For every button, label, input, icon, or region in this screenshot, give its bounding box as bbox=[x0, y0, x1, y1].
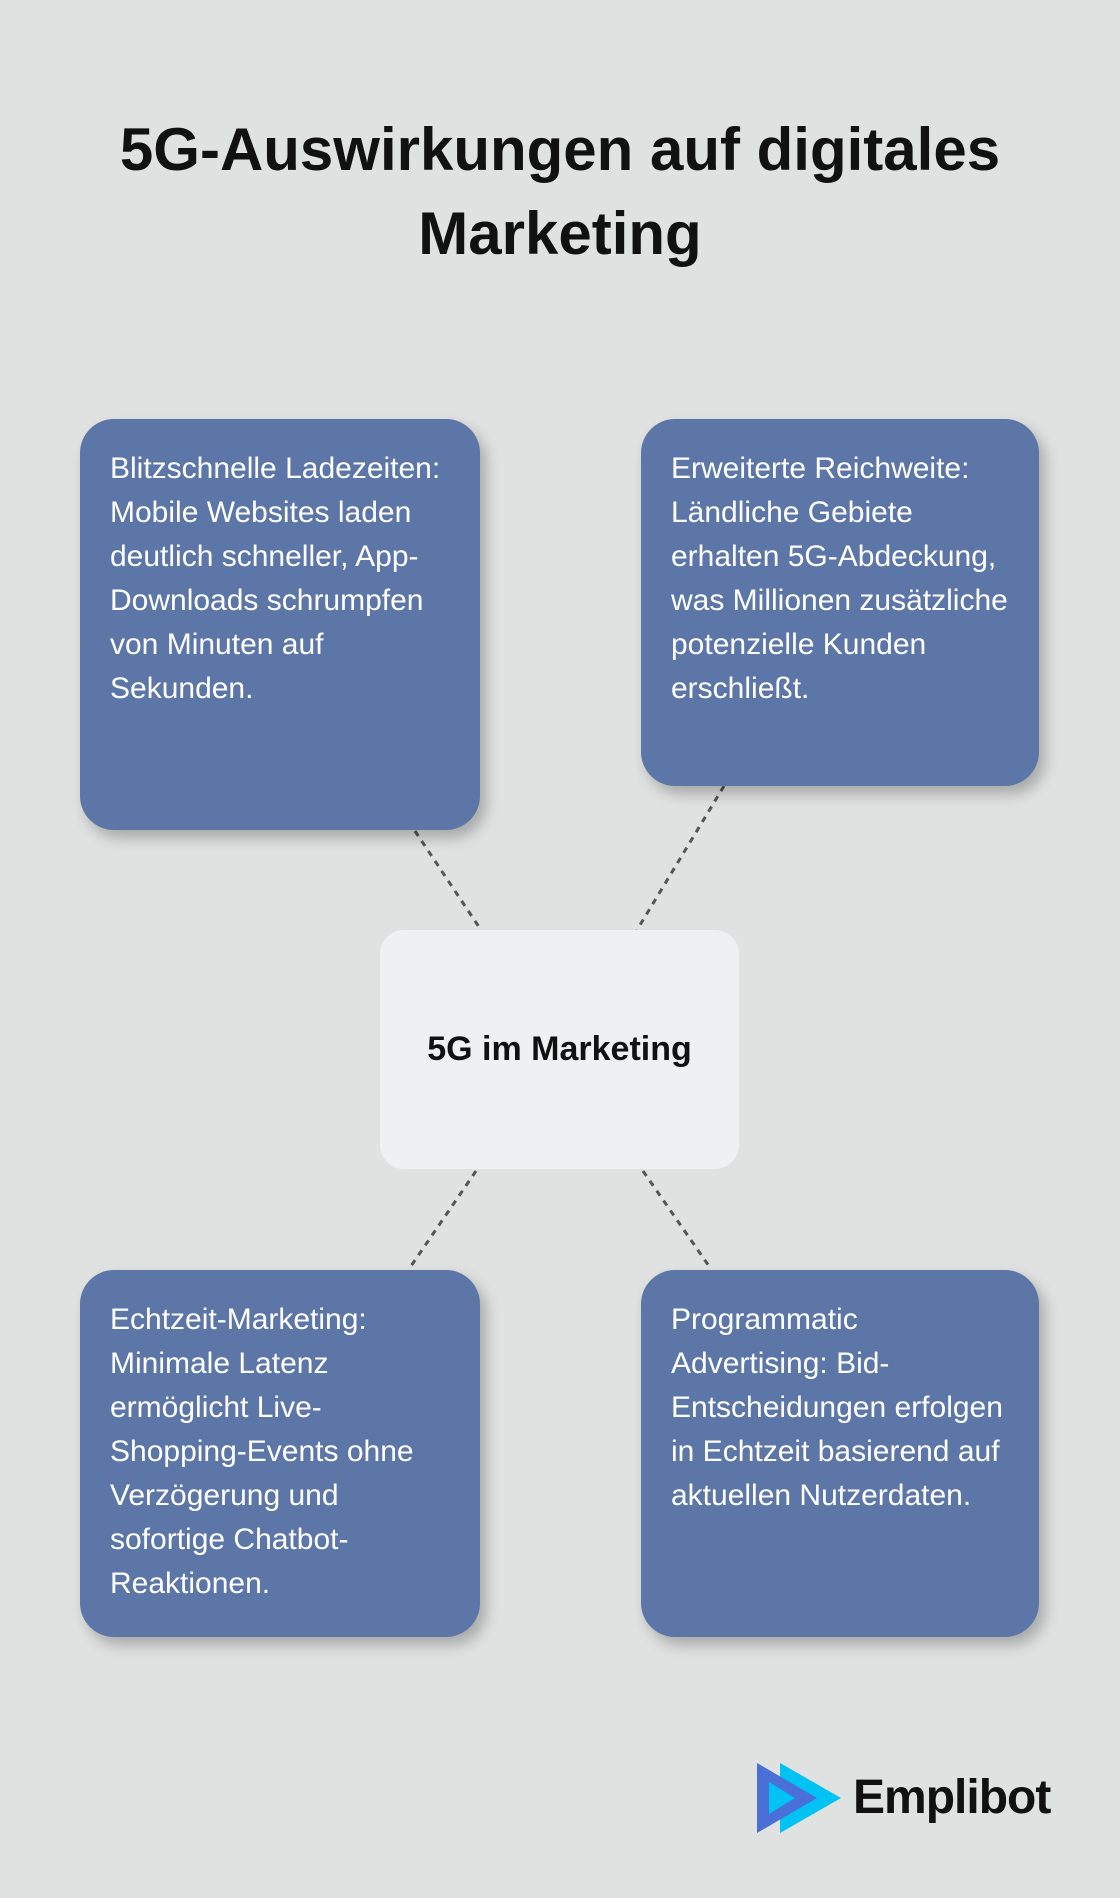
node-reach: Erweiterte Reichweite: Ländliche Gebiete… bbox=[641, 419, 1039, 786]
connector-top-right bbox=[635, 785, 726, 931]
node-loading-times: Blitzschnelle Ladezeiten: Mobile Website… bbox=[80, 419, 480, 830]
center-label: 5G im Marketing bbox=[427, 1030, 692, 1068]
node-programmatic: Programmatic Advertising: Bid-Entscheidu… bbox=[641, 1270, 1039, 1637]
connector-top-left bbox=[413, 830, 483, 931]
node-text: Erweiterte Reichweite: Ländliche Gebiete… bbox=[671, 452, 1008, 705]
connector-bottom-left bbox=[407, 1170, 478, 1270]
node-text: Echtzeit-Marketing: Minimale Latenz ermö… bbox=[110, 1303, 414, 1600]
page-title: 5G-Auswirkungen auf digitales Marketing bbox=[119, 116, 1001, 267]
node-text: Programmatic Advertising: Bid-Entscheidu… bbox=[671, 1303, 1003, 1512]
node-text: Blitzschnelle Ladezeiten: Mobile Website… bbox=[110, 452, 441, 705]
brand-name: Emplibot bbox=[853, 1771, 1051, 1824]
emplibot-logo-icon bbox=[757, 1763, 841, 1833]
center-node: 5G im Marketing bbox=[380, 930, 739, 1169]
node-realtime-marketing: Echtzeit-Marketing: Minimale Latenz ermö… bbox=[80, 1270, 480, 1637]
connector-bottom-right bbox=[641, 1170, 713, 1270]
